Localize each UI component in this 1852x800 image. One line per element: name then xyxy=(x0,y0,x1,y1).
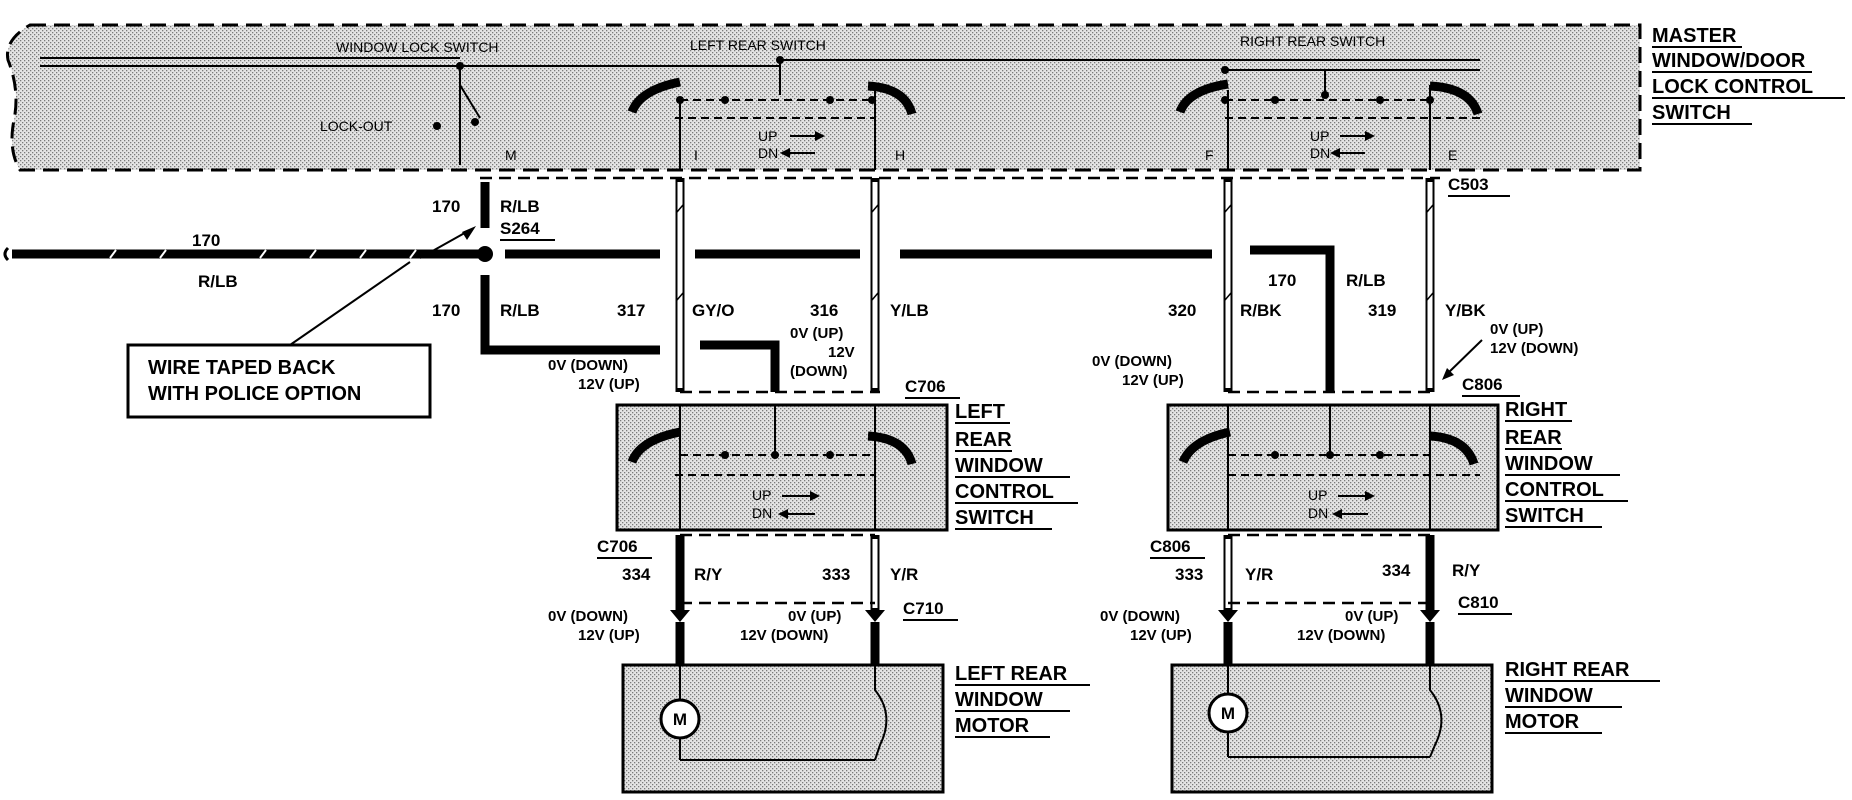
lrs-title-5: SWITCH xyxy=(955,507,1034,529)
lock-out-label: LOCK-OUT xyxy=(320,118,393,134)
master-dn-right: DN xyxy=(1310,145,1330,161)
master-up-right: UP xyxy=(1310,128,1329,144)
w316: 316 xyxy=(810,301,838,320)
c806-bottom-label: C806 xyxy=(1150,537,1191,556)
w319: 319 xyxy=(1368,301,1396,320)
v-rm-left-a: 0V (DOWN) xyxy=(1100,608,1180,625)
v-rm-right-b: 12V (DOWN) xyxy=(1297,627,1385,644)
callout-line-1: WIRE TAPED BACK xyxy=(148,357,336,379)
w170-bottom-color: R/LB xyxy=(500,301,540,320)
feed-color: R/LB xyxy=(198,272,238,291)
w170-top-color: R/LB xyxy=(500,197,540,216)
v-rm-left-b: 12V (UP) xyxy=(1130,627,1192,644)
w170-bottom: 170 xyxy=(432,301,460,320)
lrs-title-4: CONTROL xyxy=(955,481,1054,503)
master-switch: MASTER WINDOW/DOOR LOCK CONTROL SWITCH W… xyxy=(5,23,1845,172)
lrs-up: UP xyxy=(752,487,771,503)
wires-lower xyxy=(670,533,1440,665)
v-lm-right-b: 12V (DOWN) xyxy=(740,627,828,644)
w334-left-color: R/Y xyxy=(694,565,723,584)
left-motor-symbol: M xyxy=(673,710,687,729)
v-rm-right-a: 0V (UP) xyxy=(1345,608,1398,625)
s264-label: S264 xyxy=(500,219,540,238)
lm-title-3: MOTOR xyxy=(955,715,1030,737)
left-rear-switch-box: UP DN xyxy=(615,403,949,532)
master-title-line-4: SWITCH xyxy=(1652,102,1731,124)
c706-bottom-label: C706 xyxy=(597,537,638,556)
rm-title-2: WINDOW xyxy=(1505,685,1593,707)
rm-title-1: RIGHT REAR xyxy=(1505,659,1630,681)
lm-title-2: WINDOW xyxy=(955,689,1043,711)
v-lm-left-b: 12V (UP) xyxy=(578,627,640,644)
lrs-title-2: REAR xyxy=(955,429,1012,451)
pin-i: I xyxy=(694,147,698,163)
rrs-title-2: REAR xyxy=(1505,427,1562,449)
v-lm-right-a: 0V (UP) xyxy=(788,608,841,625)
v-l317-a: 0V (DOWN) xyxy=(548,357,628,374)
c503-label: C503 xyxy=(1448,175,1489,194)
w317: 317 xyxy=(617,301,645,320)
rrs-title-1: RIGHT xyxy=(1505,399,1567,421)
c810-label: C810 xyxy=(1458,593,1499,612)
rm-title-3: MOTOR xyxy=(1505,711,1580,733)
lrs-title-3: WINDOW xyxy=(955,455,1043,477)
left-rear-window-motor: M xyxy=(621,663,945,794)
feed-circuit: 170 xyxy=(192,231,220,250)
c710-label: C710 xyxy=(903,599,944,618)
v-r319-a: 0V (UP) xyxy=(1490,321,1543,338)
c806-top-label: C806 xyxy=(1462,375,1503,394)
v-l316-c: (DOWN) xyxy=(790,363,847,380)
master-up-left: UP xyxy=(758,128,777,144)
w320-color: R/BK xyxy=(1240,301,1282,320)
pin-m: M xyxy=(505,147,517,163)
v-l316-b: 12V xyxy=(828,344,855,361)
w334-left: 334 xyxy=(622,565,651,584)
right-motor-symbol: M xyxy=(1221,704,1235,723)
left-rear-switch-label: LEFT REAR SWITCH xyxy=(690,37,826,53)
rrs-dn: DN xyxy=(1308,505,1328,521)
master-title-line-1: MASTER xyxy=(1652,25,1737,47)
lrs-dn: DN xyxy=(752,505,772,521)
w170-right: 170 xyxy=(1268,271,1296,290)
v-lm-left-a: 0V (DOWN) xyxy=(548,608,628,625)
w334-right-color: R/Y xyxy=(1452,561,1481,580)
c706-top-label: C706 xyxy=(905,377,946,396)
pin-e: E xyxy=(1448,147,1457,163)
w170-right-color: R/LB xyxy=(1346,271,1386,290)
rrs-title-4: CONTROL xyxy=(1505,479,1604,501)
rrs-title-5: SWITCH xyxy=(1505,505,1584,527)
lm-title-1: LEFT REAR xyxy=(955,663,1068,685)
w334-right: 334 xyxy=(1382,561,1411,580)
window-lock-switch-label: WINDOW LOCK SWITCH xyxy=(336,39,499,55)
w333-left-color: Y/R xyxy=(890,565,918,584)
rrs-up: UP xyxy=(1308,487,1327,503)
w333-right-color: Y/R xyxy=(1245,565,1273,584)
v-r320-b: 12V (UP) xyxy=(1122,372,1184,389)
rrs-title-3: WINDOW xyxy=(1505,453,1593,475)
pin-f: F xyxy=(1205,147,1214,163)
master-dn-left: DN xyxy=(758,145,778,161)
w170-top: 170 xyxy=(432,197,460,216)
v-l317-b: 12V (UP) xyxy=(578,376,640,393)
wires-upper xyxy=(3,178,1435,392)
w319-color: Y/BK xyxy=(1445,301,1486,320)
master-title-line-3: LOCK CONTROL xyxy=(1652,76,1813,98)
master-title-line-2: WINDOW/DOOR xyxy=(1652,50,1806,72)
v-l316-a: 0V (UP) xyxy=(790,325,843,342)
w317-color: GY/O xyxy=(692,301,735,320)
lrs-title-1: LEFT xyxy=(955,401,1005,423)
right-rear-switch-label: RIGHT REAR SWITCH xyxy=(1240,33,1385,49)
v-r319-b: 12V (DOWN) xyxy=(1490,340,1578,357)
v-r320-a: 0V (DOWN) xyxy=(1092,353,1172,370)
w320: 320 xyxy=(1168,301,1196,320)
right-rear-switch-box: UP DN xyxy=(1166,403,1500,532)
pin-h: H xyxy=(895,147,905,163)
w316-color: Y/LB xyxy=(890,301,929,320)
w333-right: 333 xyxy=(1175,565,1203,584)
callout-line-2: WITH POLICE OPTION xyxy=(148,383,361,405)
callout: WIRE TAPED BACK WITH POLICE OPTION xyxy=(126,226,476,419)
w333-left: 333 xyxy=(822,565,850,584)
right-rear-window-motor: M xyxy=(1170,663,1494,794)
